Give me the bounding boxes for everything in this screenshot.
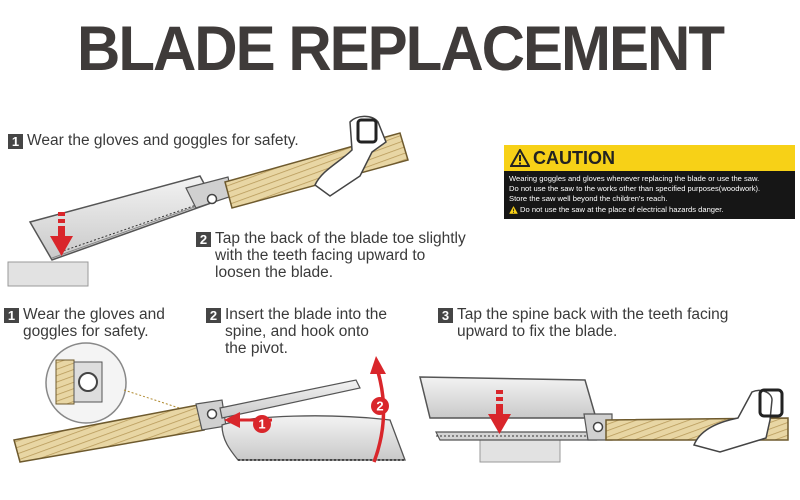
page-title: BLADE REPLACEMENT <box>76 13 725 84</box>
bottom-right-saw <box>419 376 789 463</box>
caution-line: Do not use the saw to the works other th… <box>509 184 761 194</box>
caution-warning-line: Do not use the saw at the place of elect… <box>509 205 790 215</box>
bottom-step-1: 1 Wear the gloves and goggles for safety. <box>4 306 165 340</box>
step-number: 3 <box>438 308 453 323</box>
step-text-line: Tap the back of the blade toe slightly <box>215 230 466 247</box>
step-text-line: with the teeth facing upward to <box>215 247 426 264</box>
caution-box: CAUTION Wearing goggles and gloves whene… <box>504 145 795 219</box>
step-text-line: goggles for safety. <box>23 323 149 340</box>
step-text-line: Tap the spine back with the teeth facing <box>457 306 729 323</box>
wood-block-bottom <box>479 436 561 463</box>
step-text-line: Insert the blade into the <box>225 306 388 323</box>
bottom-step-2: 2 Insert the blade into the spine, and ho… <box>206 306 387 357</box>
step-number: 1 <box>8 134 23 149</box>
step-text-line: Wear the gloves and <box>23 306 165 323</box>
caution-warning-text: Do not use the saw at the place of elect… <box>520 204 724 214</box>
step-text-line: spine, and hook onto <box>225 323 369 340</box>
glove-bottom <box>692 389 773 453</box>
step-number: 1 <box>4 308 19 323</box>
step-number: 2 <box>196 232 211 247</box>
bottom-left-saw: 1 2 <box>13 342 406 463</box>
warning-triangle-icon <box>510 149 530 167</box>
caution-line: Wearing goggles and gloves whenever repl… <box>509 174 760 183</box>
step-text-line: the pivot. <box>225 340 288 357</box>
caution-header: CAUTION <box>504 145 795 171</box>
marker-1: 1 <box>258 417 265 432</box>
red-down-arrow-bottom <box>488 390 511 434</box>
bottom-step-3: 3 Tap the spine back with the teeth facin… <box>438 306 728 340</box>
wood-block-top <box>7 261 89 287</box>
top-saw <box>7 115 409 287</box>
caution-heading: CAUTION <box>533 147 615 168</box>
step-text-line: upward to fix the blade. <box>457 323 618 340</box>
red-down-arrow-top <box>50 212 73 256</box>
caution-line: Store the saw well beyond the children's… <box>509 194 668 204</box>
glove-top <box>314 115 387 197</box>
top-step-1: 1 Wear the gloves and goggles for safety. <box>8 132 299 149</box>
step-number: 2 <box>206 308 221 323</box>
warning-triangle-icon <box>509 205 518 214</box>
marker-2: 2 <box>376 399 383 414</box>
step-text-line: loosen the blade. <box>215 264 334 281</box>
loose-blade <box>219 379 361 419</box>
step-text: Wear the gloves and goggles for safety. <box>27 132 299 149</box>
caution-body: Wearing goggles and gloves whenever repl… <box>504 171 795 218</box>
